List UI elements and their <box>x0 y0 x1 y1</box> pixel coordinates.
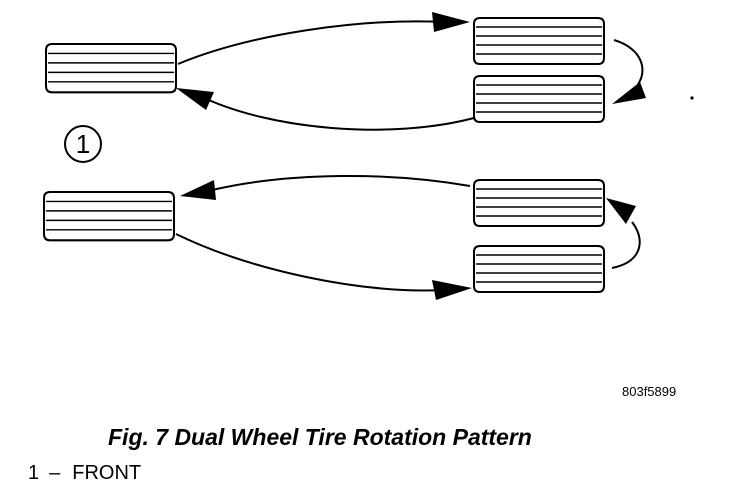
arrowhead-bottom-left <box>180 180 216 200</box>
front-left-tire <box>44 42 178 94</box>
arrow-rear-inner-to-front-right <box>211 174 471 191</box>
legend: 1–FRONT <box>28 462 141 485</box>
arrow-rear-outer-to-inner-bottom <box>611 221 641 269</box>
arrowhead-bottom-right <box>432 280 472 300</box>
legend-label: FRONT <box>72 462 142 484</box>
rear-left-outer-tire <box>473 17 605 65</box>
callout-circle <box>64 125 102 163</box>
front-right-tire <box>42 190 176 242</box>
legend-separator: – <box>49 462 61 484</box>
rear-right-inner-tire <box>473 179 605 227</box>
arrowhead-bottom-curve <box>606 198 636 224</box>
arrowhead-top-right <box>432 12 470 32</box>
arrowhead-top-left <box>176 88 214 110</box>
rear-left-inner-tire <box>473 75 605 123</box>
arrow-front-left-to-rear-outer <box>177 20 445 65</box>
stray-mark <box>690 96 694 100</box>
arrow-front-right-to-rear-outer <box>175 233 445 292</box>
legend-number: 1 <box>28 462 40 484</box>
figure-caption: Fig. 7 Dual Wheel Tire Rotation Pattern <box>108 424 532 450</box>
callout-number: 1 <box>75 129 91 159</box>
rear-right-outer-tire <box>473 245 605 293</box>
arrowhead-top-curve <box>612 82 646 104</box>
arrow-rear-inner-to-front-left <box>199 95 475 131</box>
figure-id: 803f5899 <box>622 384 677 399</box>
